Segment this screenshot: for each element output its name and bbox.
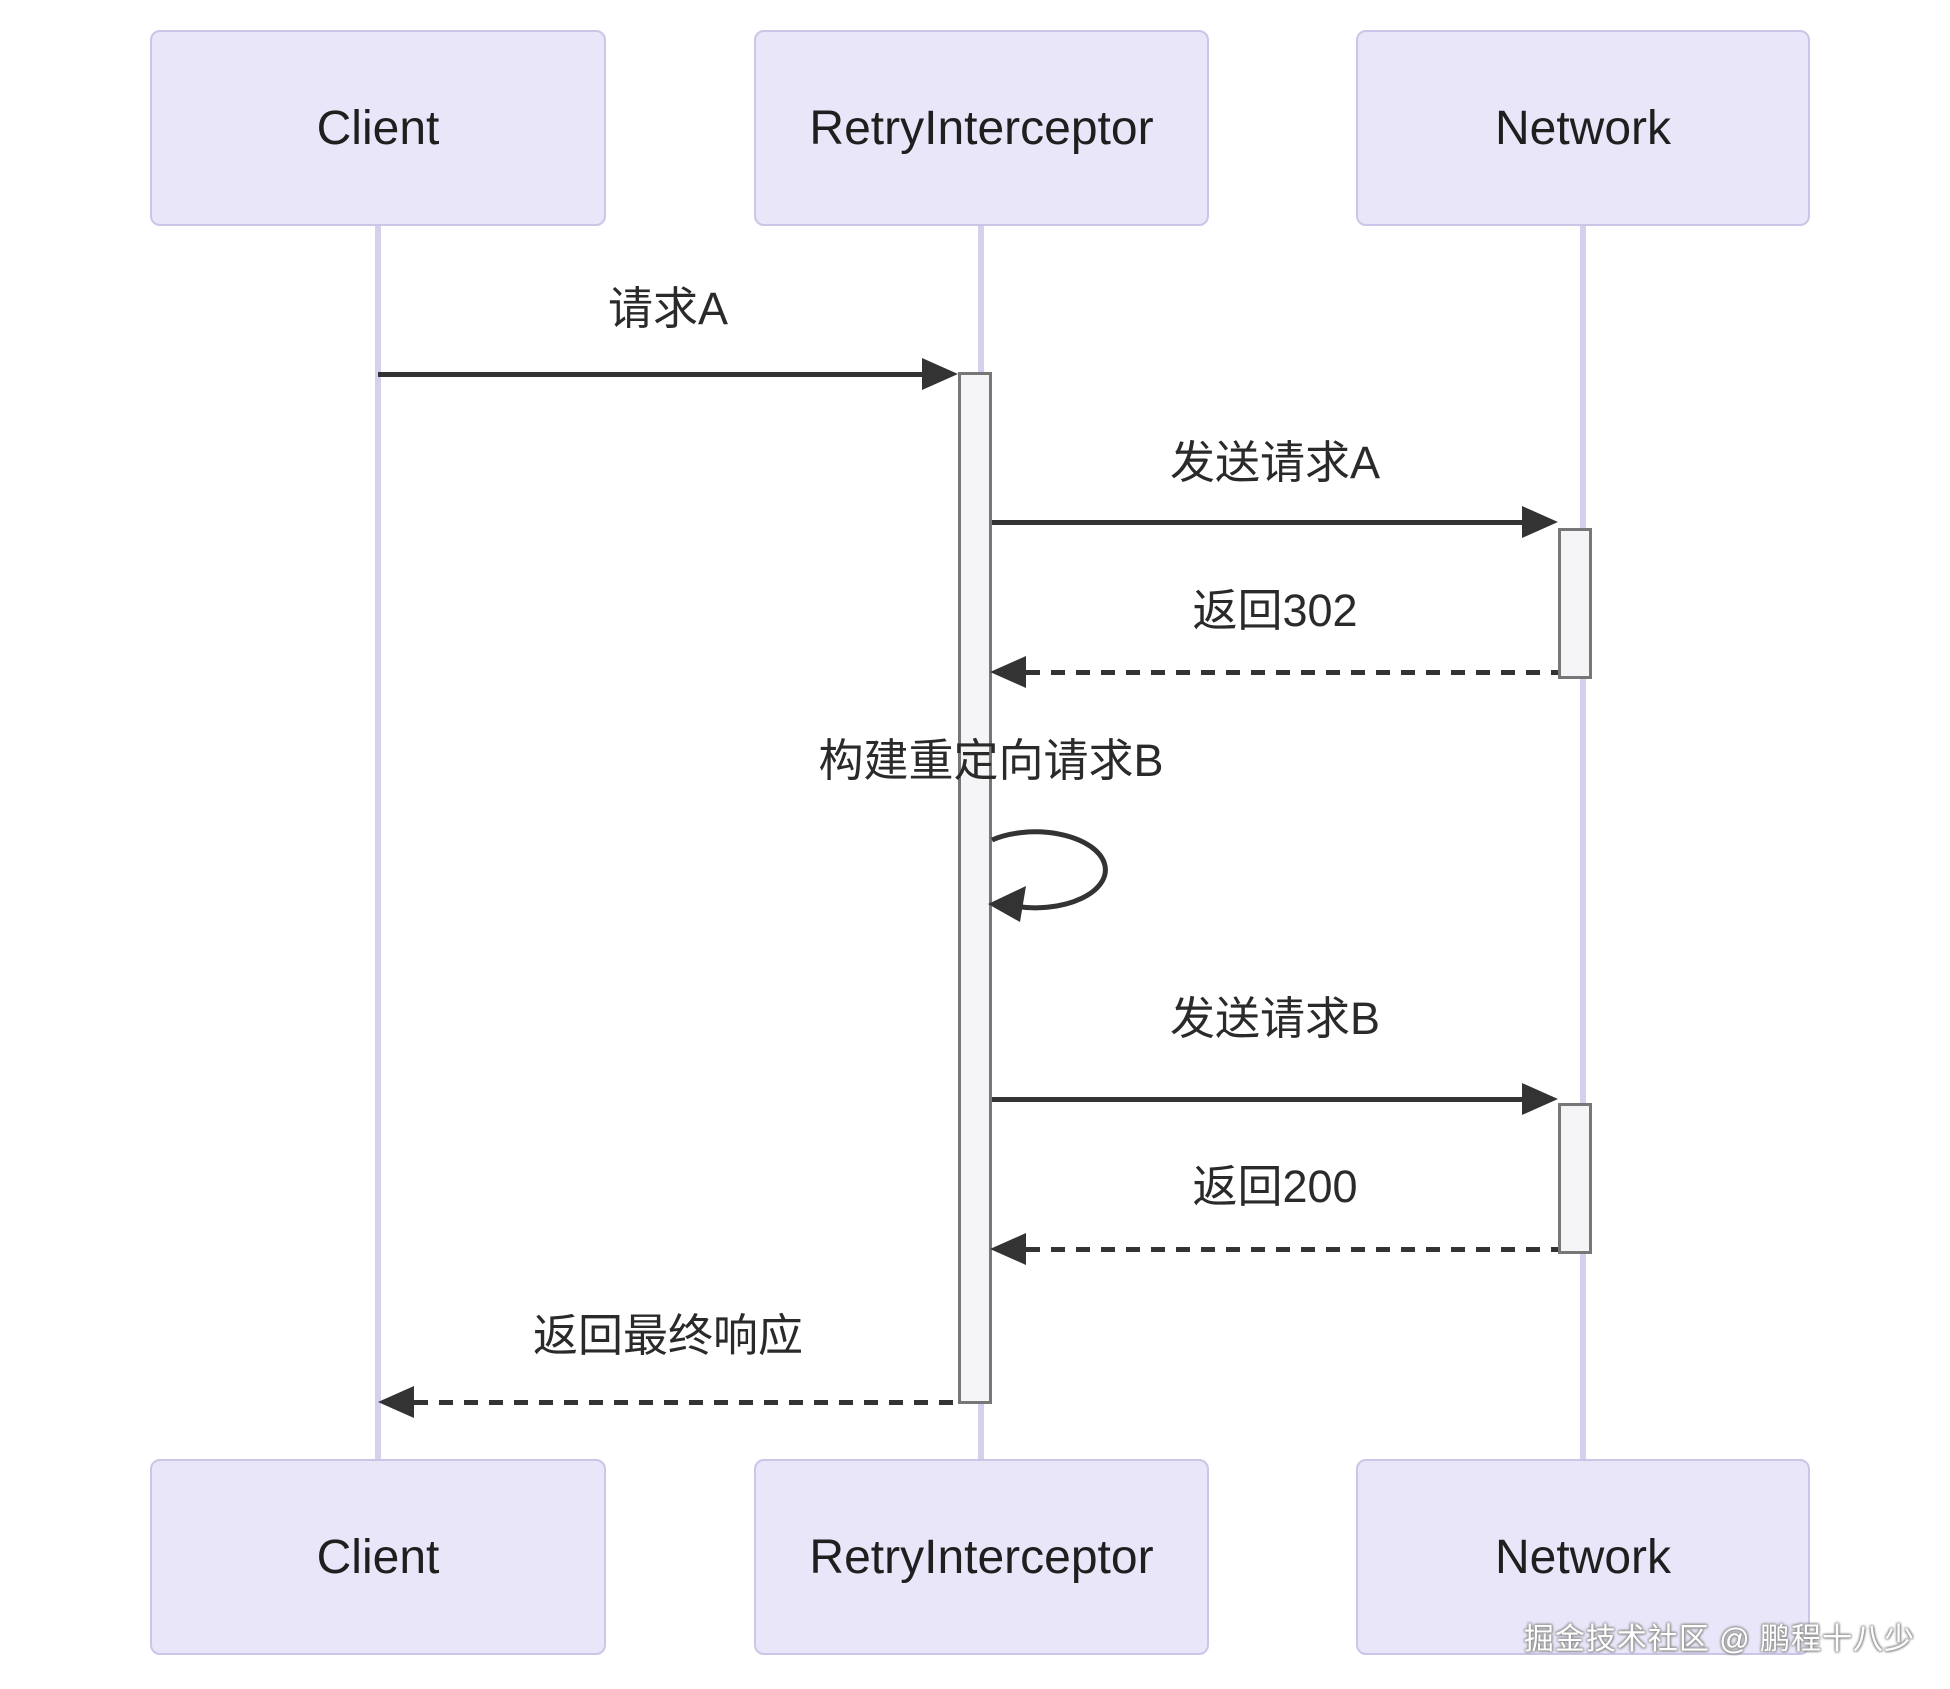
lifeline-network xyxy=(1580,226,1586,1459)
lifeline-client xyxy=(375,226,381,1459)
message-label-2: 发送请求A xyxy=(1169,437,1380,488)
participant-label: Network xyxy=(1494,101,1672,155)
participant-label: Client xyxy=(316,101,440,155)
self-loop-arrow xyxy=(988,829,1108,922)
message-label-5: 发送请求B xyxy=(1169,993,1380,1044)
participant-label: RetryInterceptor xyxy=(809,101,1154,155)
participant-label: RetryInterceptor xyxy=(809,1530,1154,1584)
activation-bar-network-1 xyxy=(1558,528,1592,679)
message-label-7: 返回最终响应 xyxy=(532,1310,803,1361)
participant-top-client: Client xyxy=(150,30,606,226)
activation-bar-network-2 xyxy=(1558,1103,1592,1254)
arrowhead-right-icon xyxy=(1522,1083,1558,1115)
watermark: 掘金技术社区 @ 鹏程十八少 xyxy=(1523,1623,1915,1656)
message-label-3: 返回302 xyxy=(1192,585,1358,636)
participant-top-retryinterceptor: RetryInterceptor xyxy=(754,30,1209,226)
participant-bottom-retryinterceptor: RetryInterceptor xyxy=(754,1459,1209,1655)
participant-label: Client xyxy=(316,1530,440,1584)
message-label-1: 请求A xyxy=(607,283,728,334)
message-label-6: 返回200 xyxy=(1192,1161,1358,1212)
arrowhead-left-icon xyxy=(378,1386,414,1418)
arrowhead-left-icon xyxy=(990,656,1026,688)
participant-top-network: Network xyxy=(1356,30,1810,226)
participant-label: Network xyxy=(1494,1530,1672,1584)
message-line-3 xyxy=(1026,670,1558,675)
arrowhead-right-icon xyxy=(1522,506,1558,538)
arrowhead-left-icon xyxy=(990,1233,1026,1265)
message-line-6 xyxy=(1026,1247,1558,1252)
message-line-7 xyxy=(414,1400,958,1405)
participant-bottom-network: Network xyxy=(1356,1459,1810,1655)
arrowhead-right-icon xyxy=(922,358,958,390)
message-line-2 xyxy=(992,520,1526,525)
activation-bar-retryinterceptor xyxy=(958,372,992,1404)
message-line-5 xyxy=(992,1097,1526,1102)
message-line-1 xyxy=(378,372,926,377)
message-label-4: 构建重定向请求B xyxy=(818,735,1164,786)
participant-bottom-client: Client xyxy=(150,1459,606,1655)
